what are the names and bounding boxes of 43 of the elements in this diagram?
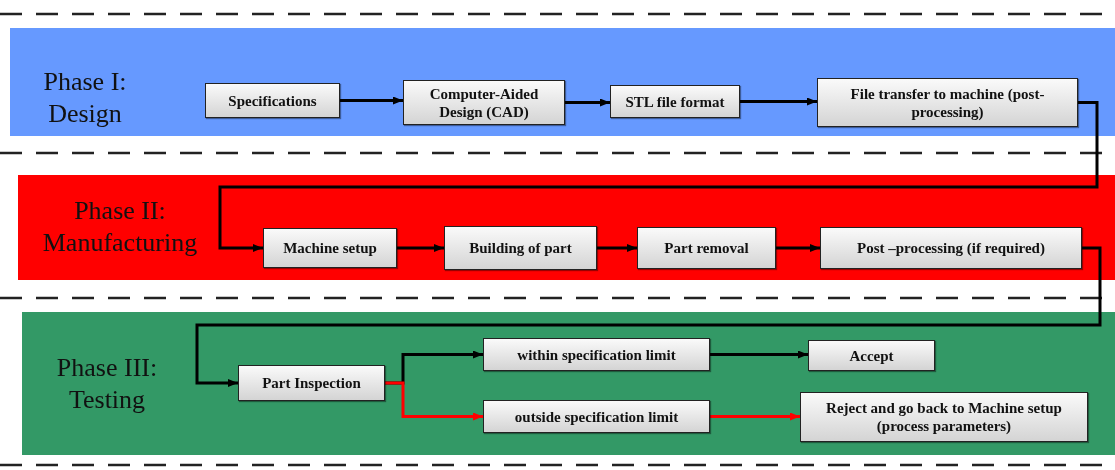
- box-label: Part Inspection: [262, 374, 361, 392]
- arrow: [710, 412, 800, 421]
- arrow: [710, 350, 808, 359]
- box-label: STL file format: [625, 92, 725, 111]
- phase-title: Phase III: Testing: [55, 352, 159, 416]
- box-label: File transfer to machine (post-processing): [850, 84, 1045, 121]
- phase-band: [18, 175, 1115, 280]
- phase-title: Phase II: Manufacturing: [41, 195, 199, 259]
- phase-band: [10, 28, 1115, 136]
- process-box: [238, 365, 385, 401]
- box-label: Post –processing (if required): [857, 239, 1045, 257]
- arrow: [397, 244, 444, 252]
- process-box: [610, 85, 740, 118]
- process-box: [800, 392, 1088, 442]
- process-box: [820, 227, 1082, 269]
- arrow: [195, 246, 1102, 387]
- box-label: Reject and go back to Machine setup (process parameters): [825, 399, 1063, 435]
- process-box: [205, 83, 340, 118]
- process-box: [637, 227, 776, 269]
- process-box: [483, 400, 710, 433]
- arrow: [218, 101, 1099, 252]
- phase-title: Phase I: Design: [42, 66, 128, 130]
- process-box: [444, 226, 597, 270]
- arrow: [597, 244, 637, 252]
- process-box: [263, 228, 397, 268]
- arrow: [776, 244, 820, 252]
- box-label: outside specification limit: [514, 407, 679, 426]
- box-label: Part removal: [664, 239, 749, 257]
- arrow: [565, 98, 610, 107]
- process-box: [403, 80, 565, 125]
- box-label: Machine setup: [283, 239, 377, 257]
- box-label: within specification limit: [517, 345, 676, 364]
- arrow: [385, 381, 483, 421]
- box-label: Building of part: [469, 239, 572, 257]
- arrow: [740, 97, 817, 106]
- box-label: Specifications: [228, 91, 317, 110]
- process-box: [808, 340, 935, 371]
- phase-band: [22, 312, 1115, 455]
- process-box: [817, 78, 1078, 127]
- process-box: [483, 338, 710, 371]
- box-label: Computer-Aided Design (CAD): [428, 84, 540, 121]
- box-label: Accept: [849, 346, 894, 365]
- arrow: [340, 96, 403, 105]
